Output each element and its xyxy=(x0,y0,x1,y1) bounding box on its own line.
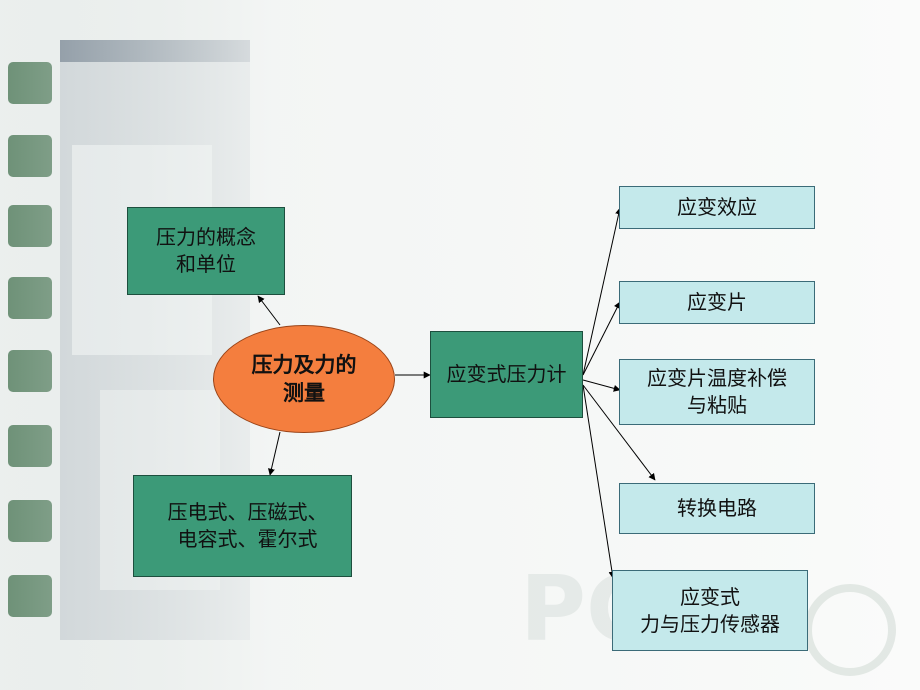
node-strain-effect: 应变效应 xyxy=(619,186,815,229)
center-topic-label: 压力及力的 测量 xyxy=(251,352,357,405)
node-force-pressure-sensor-label: 应变式 力与压力传感器 xyxy=(640,584,780,636)
node-strain-gauge-meter-label: 应变式压力计 xyxy=(446,362,567,386)
center-ellipse-topic: 压力及力的 测量 xyxy=(213,325,395,433)
node-strain-gauge: 应变片 xyxy=(619,281,815,324)
node-sensor-types: 压电式、压磁式、 电容式、霍尔式 xyxy=(133,475,352,577)
node-pressure-concept: 压力的概念 和单位 xyxy=(127,207,285,295)
node-sensor-types-label: 压电式、压磁式、 电容式、霍尔式 xyxy=(167,500,328,551)
node-strain-gauge-label: 应变片 xyxy=(687,290,747,314)
node-force-pressure-sensor: 应变式 力与压力传感器 xyxy=(612,570,808,651)
node-temperature-compensation: 应变片温度补偿 与粘贴 xyxy=(619,359,815,425)
node-strain-gauge-meter: 应变式压力计 xyxy=(430,331,583,418)
node-temperature-compensation-label: 应变片温度补偿 与粘贴 xyxy=(647,366,787,417)
node-conversion-circuit-label: 转换电路 xyxy=(677,496,757,520)
node-conversion-circuit: 转换电路 xyxy=(619,483,815,534)
node-strain-effect-label: 应变效应 xyxy=(677,195,757,219)
node-pressure-concept-label: 压力的概念 和单位 xyxy=(156,225,256,276)
